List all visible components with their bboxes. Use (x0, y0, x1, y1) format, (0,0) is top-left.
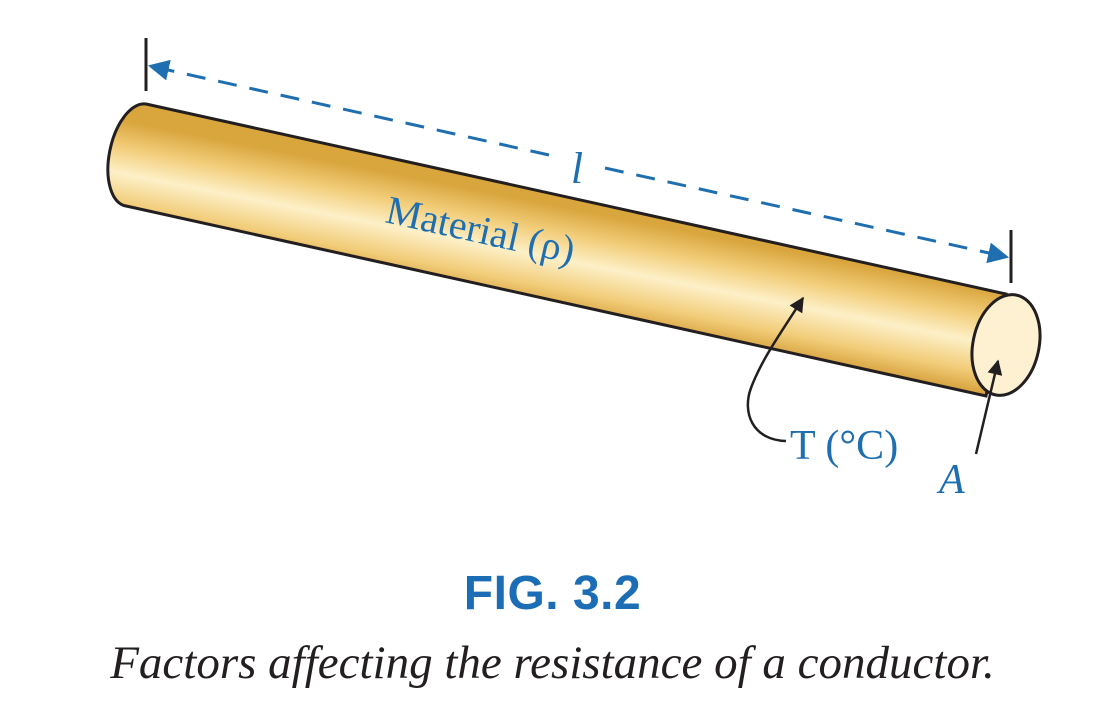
area-pointer-arrow (974, 359, 1003, 455)
figure-caption: Factors affecting the resistance of a co… (110, 637, 995, 689)
length-label: l (571, 144, 583, 193)
figure-number: FIG. 3.2 (463, 567, 642, 620)
temperature-pointer-arrow (746, 296, 805, 443)
length-dimension (144, 38, 1013, 283)
length-dashed-right (604, 166, 1010, 264)
temperature-label: T (°C) (790, 423, 898, 469)
length-dashed-left (147, 59, 550, 157)
area-label: A (936, 457, 965, 503)
rod-body (106, 102, 1008, 398)
